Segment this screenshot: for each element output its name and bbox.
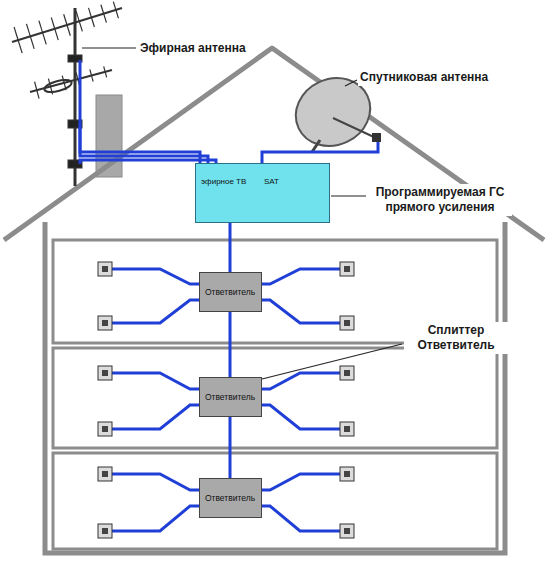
roof-outline [4,48,544,240]
box-label: Ответвитель [205,287,255,297]
leader-line [82,48,402,379]
antenna-cable [80,60,378,164]
box-label: Ответвитель [205,493,255,503]
port-label: SAT [264,177,279,186]
splitter-box: Ответвитель [199,377,262,417]
floor-outline [53,453,497,549]
port-label: эфирное ТВ [201,177,246,186]
coax-cable [229,312,232,377]
terrestrial-antenna [12,2,122,186]
splitter-box: Ответвитель [199,272,262,312]
amplifier-box: эфирное ТВ SAT [195,163,330,223]
wall-sockets [98,262,354,538]
floor-outline [53,348,497,448]
callout-label: Программируемая ГС прямого усиления [368,184,512,216]
coax-cable [229,417,232,478]
coax-cable [229,223,232,272]
house-wall [45,222,505,553]
callout-label: Спутниковая антенна [358,69,490,86]
box-label: Ответвитель [205,392,255,402]
splitter-box: Ответвитель [199,478,262,518]
callout-label: Сплиттер Ответвитель [404,322,508,354]
callout-label: Эфирная антенна [138,40,248,57]
